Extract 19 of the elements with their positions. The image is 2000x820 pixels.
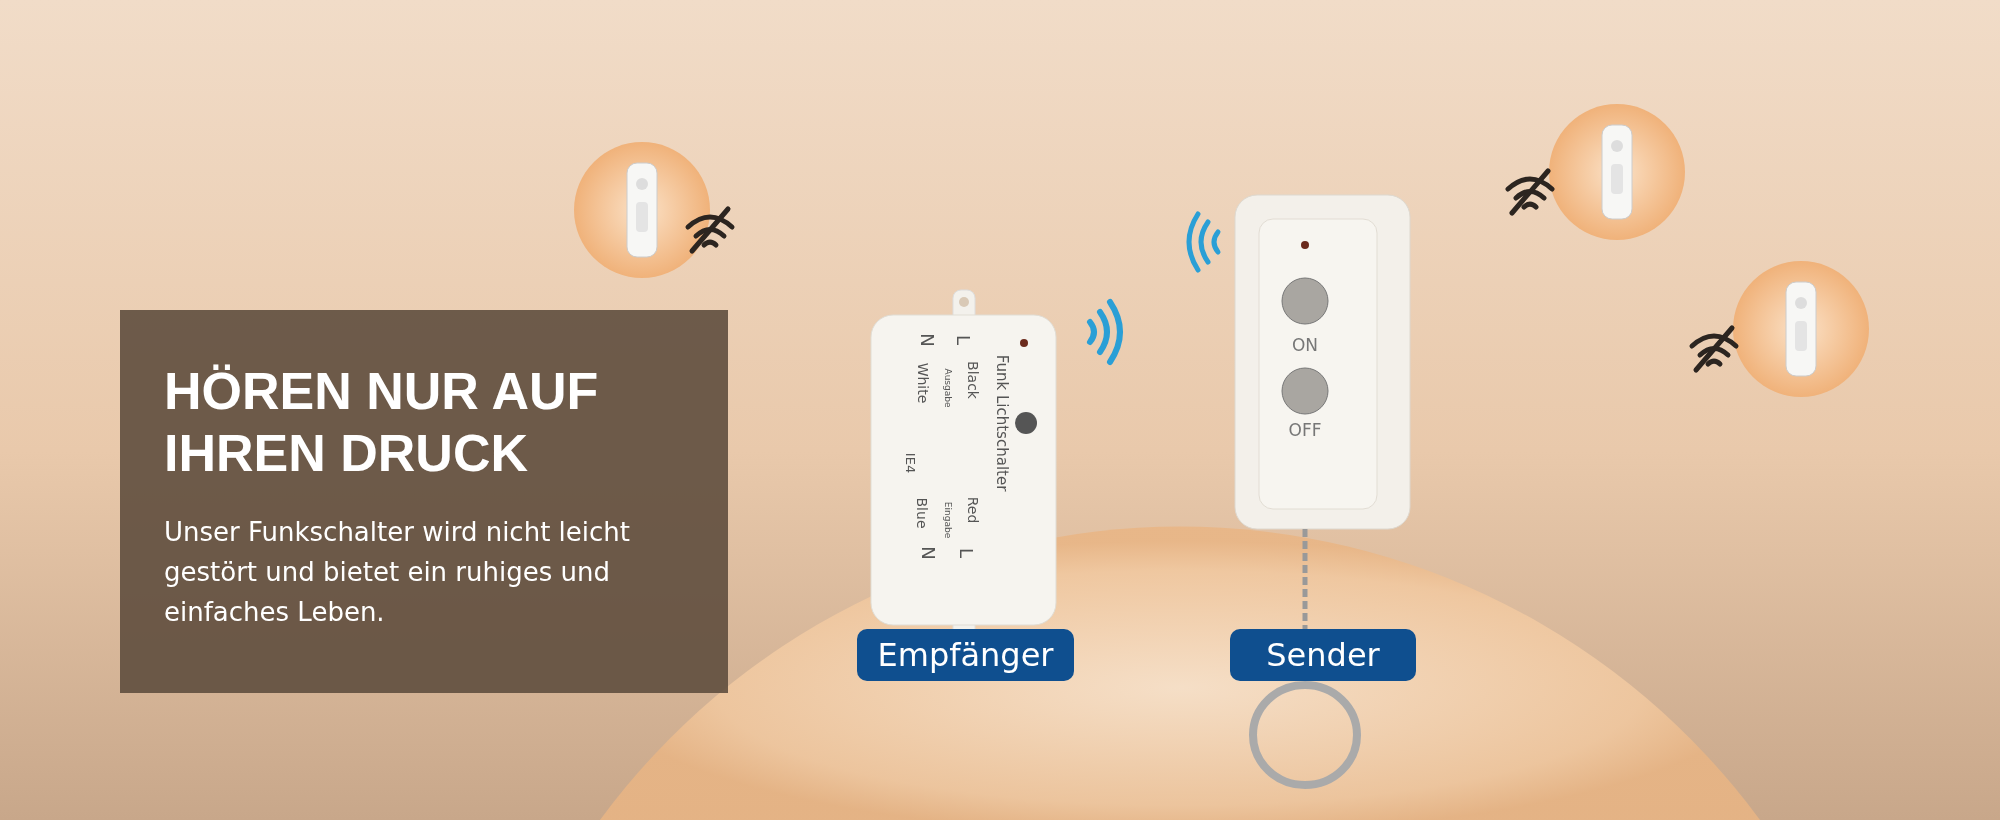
device-text: Eingabe xyxy=(943,501,953,539)
terminal-label: L xyxy=(955,548,977,558)
button-label: ON xyxy=(1291,335,1319,355)
label-badge: Sender xyxy=(1230,629,1416,681)
device-title: Funk Lichtschalter xyxy=(993,354,1011,492)
wire-label: Red xyxy=(965,496,981,524)
terminal-label: N xyxy=(917,546,939,560)
label-badge: Empfänger xyxy=(857,629,1074,681)
terminal-label: N xyxy=(916,333,938,347)
text-panel xyxy=(120,310,728,693)
terminal-label: L xyxy=(952,335,974,345)
heading: HÖREN NUR AUF IHREN DRUCK xyxy=(164,361,600,484)
device-text: Ausgabe xyxy=(943,368,953,408)
wire-label: White xyxy=(915,362,931,404)
wire-label: Black xyxy=(965,361,981,399)
device-text: IE4 xyxy=(902,452,918,474)
wire-label: Blue xyxy=(914,497,930,529)
body-text: Unser Funkschalter wird nicht leicht gestört und bietet ein ruhiges und einfaches Leben. xyxy=(164,516,631,629)
button-label: OFF xyxy=(1288,420,1322,440)
